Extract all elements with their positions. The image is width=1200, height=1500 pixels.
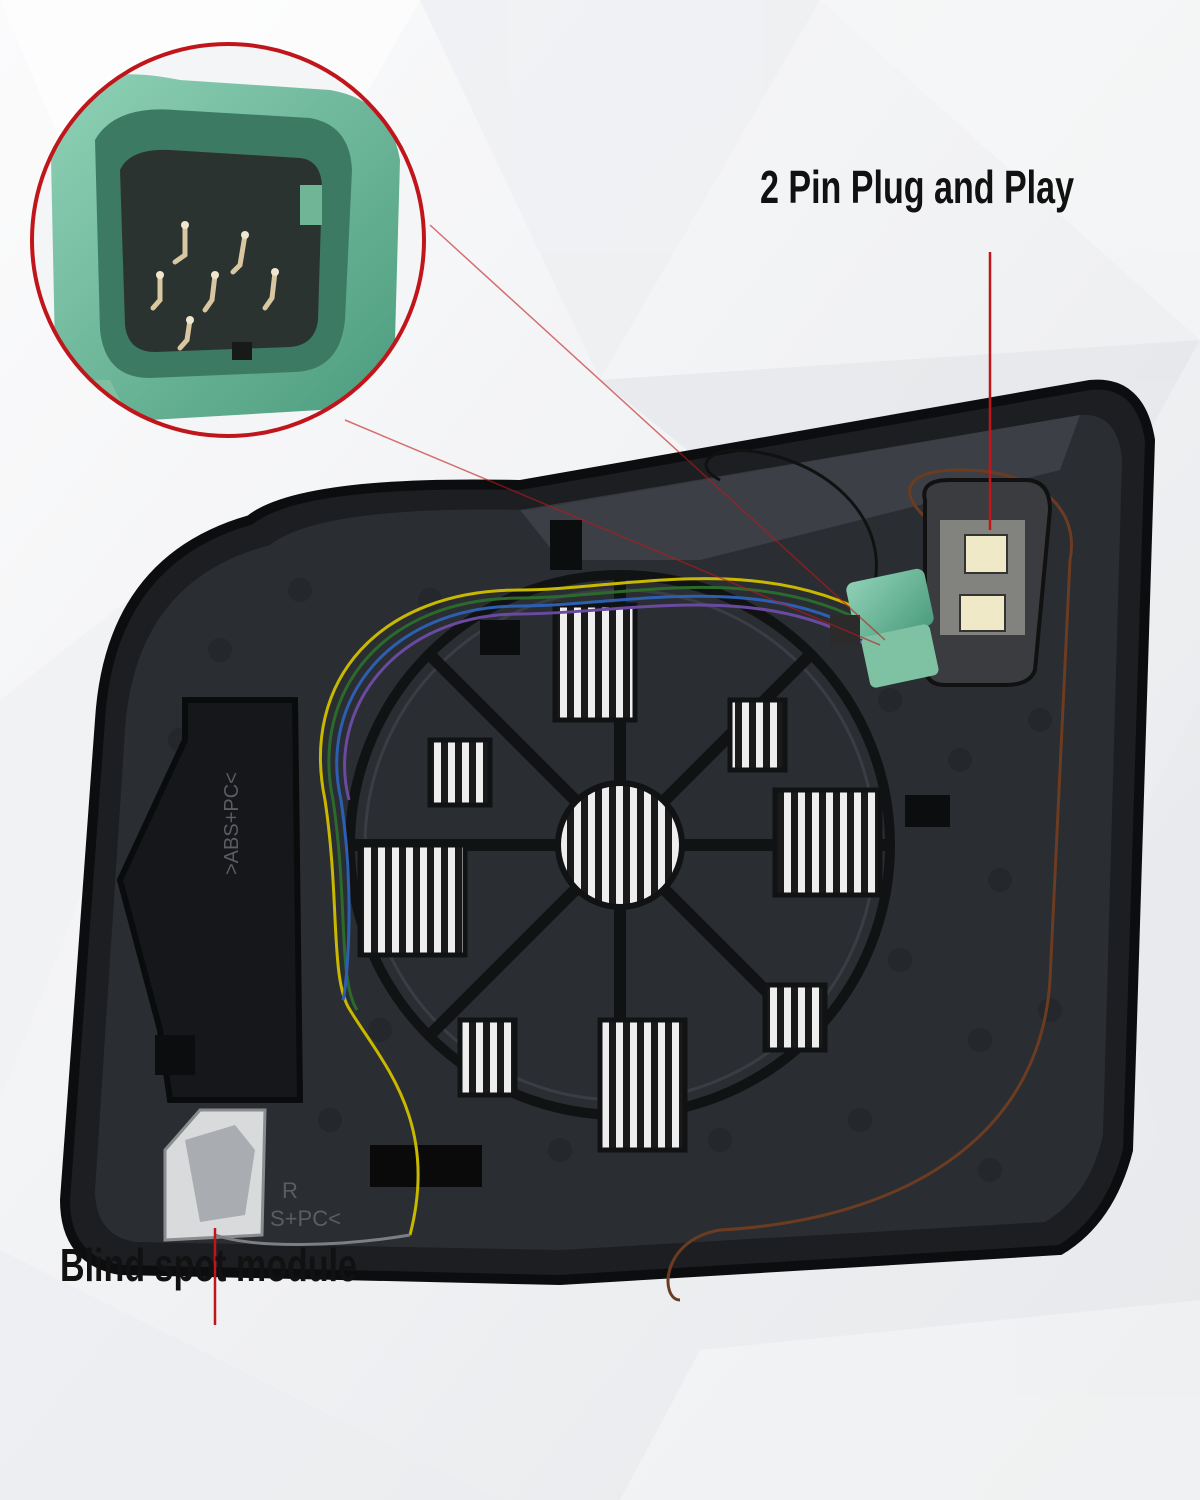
translucent-upper-panel <box>520 415 1080 560</box>
mirror-mount-frame <box>345 520 950 1153</box>
side-letter-mark: R <box>282 1178 298 1203</box>
blind-spot-module-shape <box>163 1108 267 1242</box>
green-connector-small <box>830 568 939 688</box>
abs-pc-side-mark: >ABS+PC< <box>221 772 243 875</box>
wire-harness <box>214 448 1073 1302</box>
blind-spot-callout: Blind spot module <box>60 1239 357 1291</box>
heater-terminal-pad <box>922 478 1053 687</box>
callout-lines <box>213 224 992 1325</box>
black-tape <box>370 1145 482 1187</box>
left-clip <box>155 1035 195 1075</box>
plug-and-play-callout: 2 Pin Plug and Play <box>760 161 1075 213</box>
abs-pc-bottom-mark: S+PC< <box>270 1206 341 1231</box>
connector-zoom-inset <box>30 42 426 438</box>
